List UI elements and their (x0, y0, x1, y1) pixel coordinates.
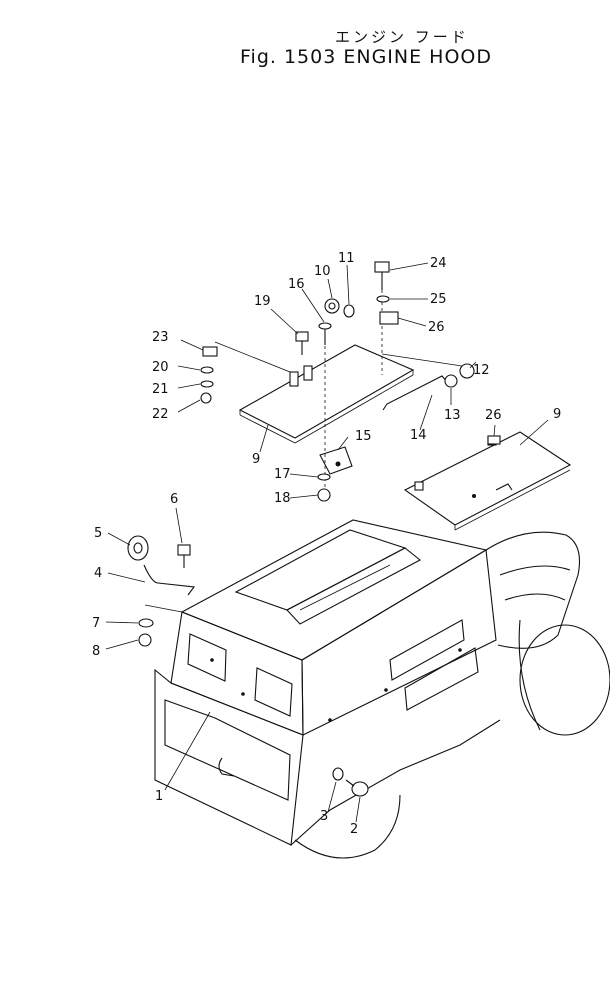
washer-21 (200, 380, 214, 388)
callout-4: 4 (94, 566, 102, 581)
washer-3 (332, 767, 344, 781)
washer-7 (138, 618, 154, 628)
callout-12: 12 (473, 363, 490, 378)
callout-20: 20 (152, 360, 169, 375)
callout-9: 9 (252, 452, 260, 467)
hood-panel-right (403, 431, 572, 531)
bolt-19 (295, 331, 309, 355)
stay-rod (382, 375, 448, 411)
washer-17 (317, 473, 331, 481)
callout-24: 24 (430, 256, 447, 271)
washer-20 (200, 366, 214, 374)
callout-3: 3 (320, 809, 328, 824)
callout-labels: 1234567899101112131415161718192021222324… (92, 251, 561, 837)
hood-panel-left (214, 341, 415, 444)
callout-25: 25 (430, 292, 447, 307)
nut-22 (200, 392, 212, 404)
washer-25 (376, 295, 390, 303)
callout-9: 9 (553, 407, 561, 422)
callout-21: 21 (152, 382, 169, 397)
callout-10: 10 (314, 264, 331, 279)
figure-title: Fig. 1503 ENGINE HOOD (240, 46, 492, 68)
nut-13 (444, 374, 458, 388)
callout-7: 7 (92, 616, 100, 631)
callout-26: 26 (485, 408, 502, 423)
latch-lever-4 (143, 564, 196, 596)
bracket-23 (202, 346, 218, 357)
hinge-upper (379, 311, 399, 325)
callout-22: 22 (152, 407, 169, 422)
callout-16: 16 (288, 277, 305, 292)
latch-bracket (319, 446, 353, 475)
machine-body (154, 519, 610, 859)
hinge-right (487, 435, 501, 445)
callout-13: 13 (444, 408, 461, 423)
callout-1: 1 (155, 789, 163, 804)
callout-23: 23 (152, 330, 169, 345)
callout-11: 11 (338, 251, 355, 266)
callout-17: 17 (274, 467, 291, 482)
bolt-6 (177, 544, 191, 568)
title-japanese: エンジン フード (335, 28, 469, 46)
callout-18: 18 (274, 491, 291, 506)
knob-5 (127, 535, 149, 561)
washer-11 (343, 304, 355, 318)
nut-18 (317, 488, 331, 502)
callout-19: 19 (254, 294, 271, 309)
callout-5: 5 (94, 526, 102, 541)
callout-8: 8 (92, 644, 100, 659)
bolt-2 (345, 779, 369, 797)
nut-8 (138, 633, 152, 647)
leader-lines (105, 262, 549, 823)
callout-2: 2 (350, 822, 358, 837)
callout-14: 14 (410, 428, 427, 443)
callout-26: 26 (428, 320, 445, 335)
callout-15: 15 (355, 429, 372, 444)
callout-6: 6 (170, 492, 178, 507)
bolt-24 (374, 261, 390, 290)
bolt-16 (318, 322, 332, 345)
